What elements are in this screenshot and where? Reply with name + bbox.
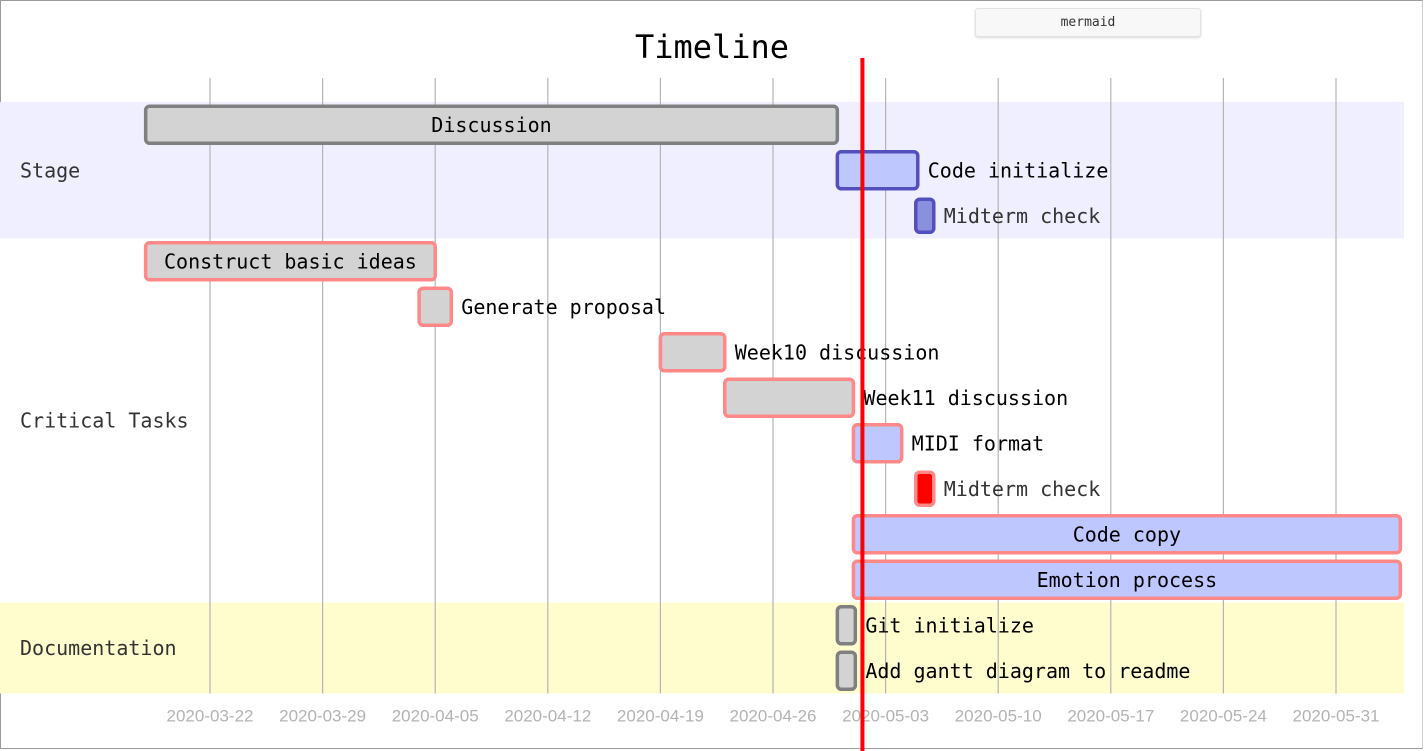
x-tick-label: 2020-04-19 — [617, 707, 704, 726]
x-tick-label: 2020-04-26 — [730, 707, 817, 726]
task-label-emotion-process: Emotion process — [1037, 568, 1218, 592]
task-label-midterm-check: Midterm check — [944, 477, 1101, 501]
x-tick-label: 2020-03-29 — [279, 707, 366, 726]
section-title-documentation: Documentation — [20, 636, 177, 660]
task-label-midi-format: MIDI format — [912, 431, 1044, 455]
task-bar-midterm-check[interactable] — [914, 197, 936, 234]
x-axis-ticks: 2020-03-22 2020-03-29 2020-04-05 2020-04-12… — [167, 707, 1380, 726]
task-bar-add-gantt-diagram-to-readme[interactable] — [835, 650, 858, 691]
task-bar-code-initialize[interactable] — [835, 150, 920, 191]
task-label-week11-discussion: Week11 discussion — [863, 386, 1068, 410]
task-bar-week10-discussion[interactable] — [658, 332, 727, 373]
x-tick-label: 2020-05-03 — [842, 707, 929, 726]
task-bar-midi-format[interactable] — [851, 423, 904, 464]
task-bar-code-copy[interactable] — [851, 514, 1403, 555]
section-title-critical-tasks: Critical Tasks — [20, 409, 189, 433]
task-label-generate-proposal: Generate proposal — [461, 295, 666, 319]
section-backgrounds — [0, 102, 1404, 694]
task-bar-emotion-process[interactable] — [851, 559, 1403, 600]
task-label-midterm-check: Midterm check — [944, 204, 1101, 228]
x-tick-label: 2020-05-10 — [955, 707, 1042, 726]
x-tick-label: 2020-03-22 — [167, 707, 254, 726]
task-label-add-gantt-diagram-to-readme: Add gantt diagram to readme — [865, 659, 1190, 683]
task-bar-generate-proposal[interactable] — [417, 286, 454, 327]
task-label-week10-discussion: Week10 discussion — [735, 340, 940, 364]
x-tick-label: 2020-04-05 — [392, 707, 479, 726]
x-tick-label: 2020-05-17 — [1067, 707, 1154, 726]
task-bar-construct-basic-ideas[interactable] — [143, 241, 437, 282]
task-label-code-initialize: Code initialize — [928, 158, 1109, 182]
task-label-code-copy: Code copy — [1073, 522, 1181, 546]
task-label-discussion: Discussion — [431, 113, 551, 137]
chart-title: Timeline — [635, 28, 789, 66]
section-title-stage: Stage — [20, 158, 80, 182]
x-tick-label: 2020-05-31 — [1293, 707, 1380, 726]
mermaid-badge[interactable]: mermaid — [975, 8, 1201, 37]
x-tick-label: 2020-04-12 — [504, 707, 591, 726]
x-tick-label: 2020-05-24 — [1180, 707, 1267, 726]
task-label-git-initialize: Git initialize — [865, 613, 1034, 637]
section-band-documentation — [0, 602, 1404, 694]
task-bar-week11-discussion[interactable] — [722, 377, 856, 418]
task-bar-git-initialize[interactable] — [835, 605, 858, 646]
task-label-construct-basic-ideas: Construct basic ideas — [164, 249, 417, 273]
task-bar-midterm-check[interactable] — [914, 470, 936, 507]
task-bars — [143, 104, 1403, 691]
task-bar-discussion[interactable] — [143, 104, 840, 145]
